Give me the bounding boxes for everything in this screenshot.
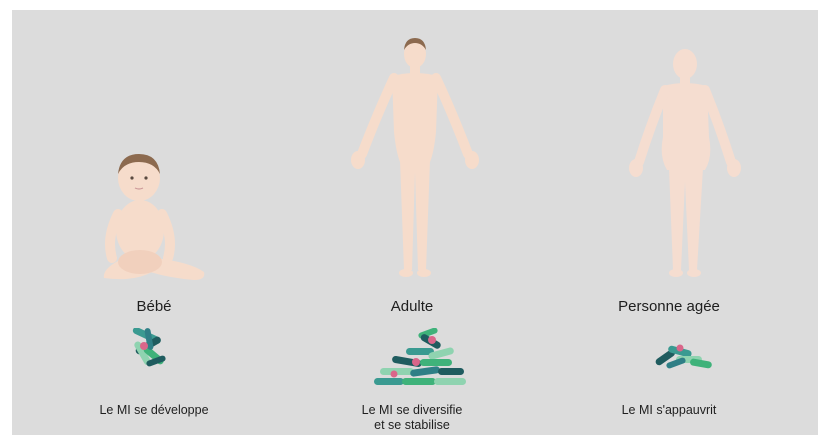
elderly-figure — [615, 42, 755, 282]
stage-caption-adult: Le MI se diversifie et se stabilise — [302, 403, 522, 433]
stage-label-baby: Bébé — [44, 298, 264, 315]
microbiota-cluster-elderly — [650, 338, 716, 374]
stage-label-elderly: Personne agée — [559, 298, 779, 315]
adult-figure — [340, 32, 490, 282]
stage-caption-elderly: Le MI s'appauvrit — [559, 403, 779, 418]
caption-line: Le MI s'appauvrit — [559, 403, 779, 418]
caption-line: Le MI se diversifie — [302, 403, 522, 418]
baby-figure — [94, 150, 214, 285]
stage-label-adult: Adulte — [302, 298, 522, 315]
stage-caption-baby: Le MI se développe — [44, 403, 264, 418]
caption-line: Le MI se développe — [44, 403, 264, 418]
caption-line: et se stabilise — [302, 418, 522, 433]
microbiota-cluster-baby — [124, 328, 174, 370]
microbiota-cluster-adult — [370, 328, 470, 390]
diagram-panel: Bébé Adulte Personne agée — [12, 10, 818, 435]
